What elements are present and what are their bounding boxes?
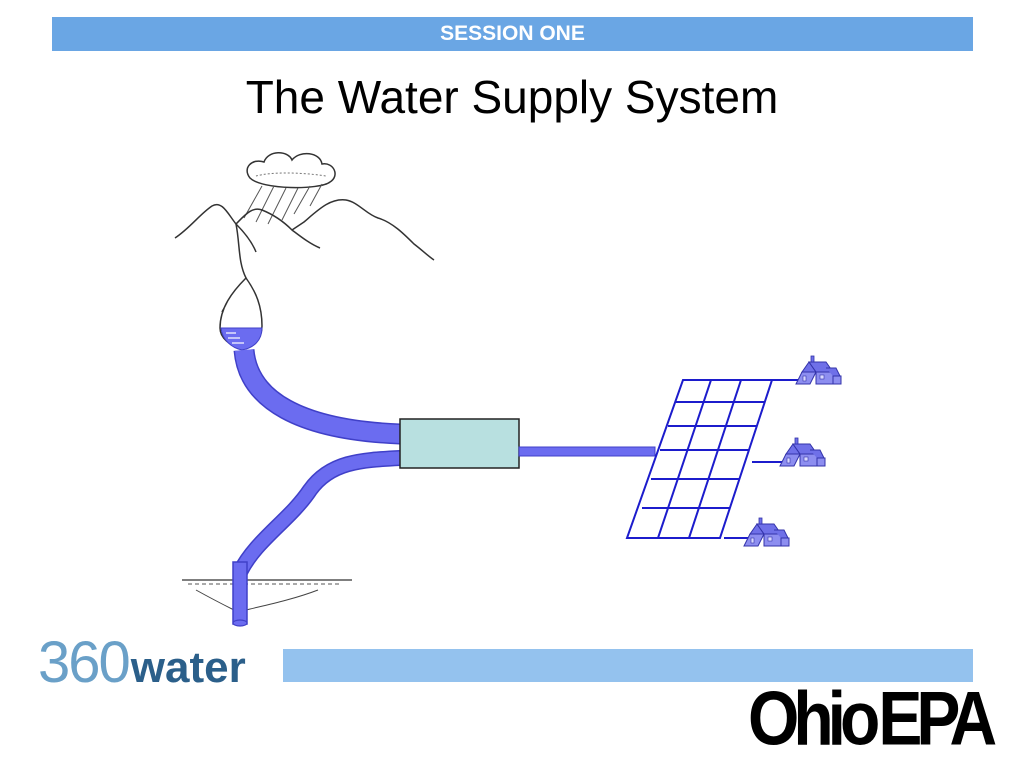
surface-water-pipe (233, 348, 401, 445)
session-label: SESSION ONE (440, 22, 585, 45)
brand-number: 360 (38, 630, 131, 695)
logo-ohio-text: Ohio (748, 675, 880, 761)
distribution-main (518, 446, 656, 457)
footer-bar (283, 649, 973, 682)
brand-word: water (130, 643, 246, 692)
treatment-plant (399, 418, 520, 469)
mountains (174, 199, 435, 313)
ohio-epa-logo: Ohio EPA (748, 675, 997, 760)
360water-logo: 360water (38, 634, 246, 692)
reservoir (219, 276, 263, 351)
distribution-grid (625, 379, 800, 539)
house-bottom (743, 517, 790, 547)
session-banner: SESSION ONE (52, 17, 973, 51)
logo-epa-text: EPA (878, 675, 997, 761)
groundwater-well (182, 450, 401, 627)
house-top (795, 355, 842, 385)
rain-cloud (243, 152, 336, 225)
slide-title: The Water Supply System (245, 71, 779, 123)
house-middle (779, 437, 826, 467)
